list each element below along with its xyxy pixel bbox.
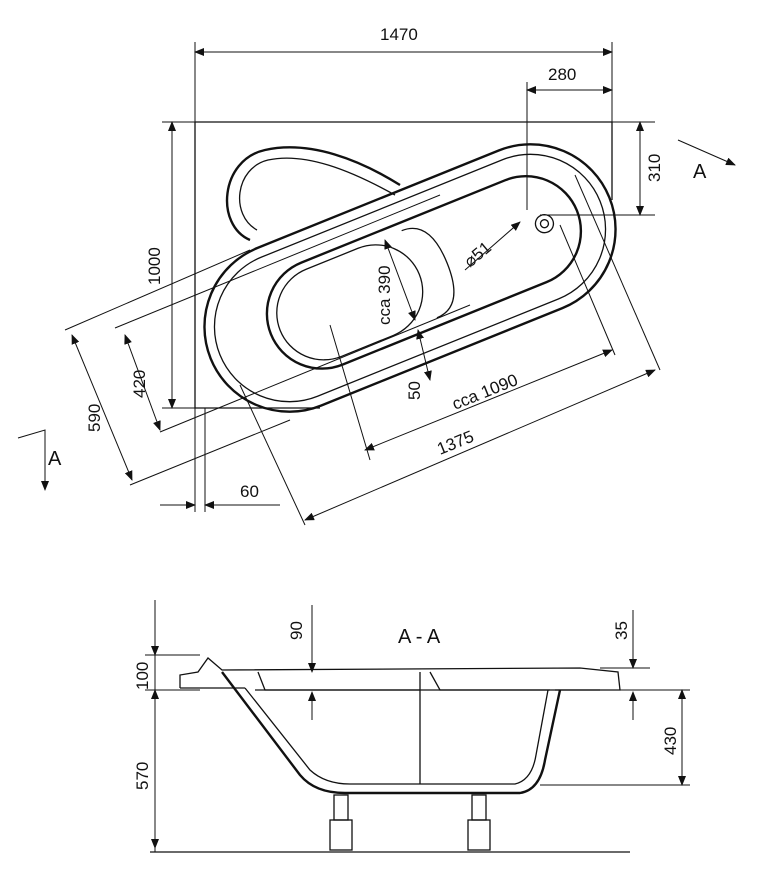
top-view: 1470 280 310 1000 A A ⌀51 cca 390 420 <box>17 25 736 526</box>
section-view: A - A 100 570 90 35 <box>133 600 690 853</box>
dim-diameter-51: ⌀51 <box>460 238 495 271</box>
dim-590: 590 <box>85 404 104 432</box>
section-title: A - A <box>398 626 441 648</box>
dim-cca-390: cca 390 <box>375 265 394 325</box>
section-marker-right: A <box>693 161 707 183</box>
section-marker-left: A <box>48 448 62 470</box>
dim-60: 60 <box>240 482 259 501</box>
dim-50: 50 <box>405 381 424 400</box>
dim-420: 420 <box>130 370 149 398</box>
dim-1470: 1470 <box>380 25 418 44</box>
legs <box>329 794 491 851</box>
dim-cca-1090: cca 1090 <box>449 370 520 413</box>
dim-310: 310 <box>645 154 664 182</box>
dim-100: 100 <box>133 662 152 690</box>
dim-280: 280 <box>548 65 576 84</box>
dim-430: 430 <box>661 727 680 755</box>
tub-basin <box>221 671 562 795</box>
dim-1375: 1375 <box>434 427 476 459</box>
tub-rim <box>179 657 621 691</box>
dim-570: 570 <box>133 762 152 790</box>
dim-35: 35 <box>612 621 631 640</box>
dim-1000: 1000 <box>145 247 164 285</box>
headrest-lobe <box>225 146 401 242</box>
dim-90: 90 <box>287 621 306 640</box>
